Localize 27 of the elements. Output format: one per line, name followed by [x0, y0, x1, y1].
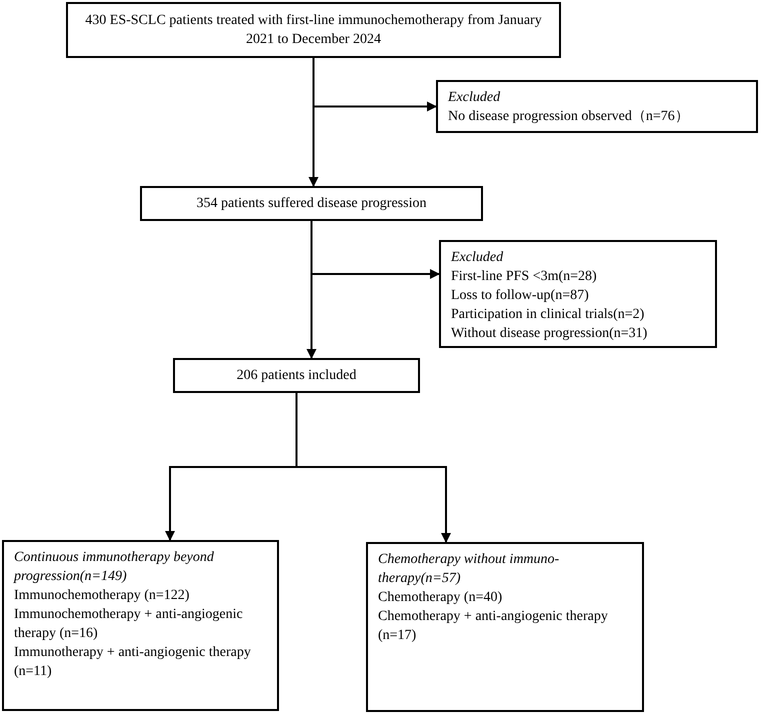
box-heading: Excluded	[451, 249, 504, 267]
box-text: Chemotherapy (n=40)	[378, 589, 504, 607]
box-text: 354 patients suffered disease progression	[196, 195, 426, 213]
box-text: Loss to follow-up(n=87)	[451, 287, 590, 305]
process-box	[66, 2, 561, 58]
process-box	[436, 80, 758, 133]
box-text: Chemotherapy + anti-angiogenic therapy (n=17)	[378, 608, 609, 645]
process-box	[366, 542, 644, 712]
box-heading: Excluded	[448, 89, 502, 107]
box-text: Immunochemotherapy + anti-angiogenic therapy (n=16)	[14, 606, 244, 643]
box-text: No disease progression observed（n=76）	[448, 108, 690, 126]
arrow	[312, 58, 437, 112]
box-text: Immunotherapy + anti-angiogenic therapy (n=11)	[14, 644, 252, 681]
box-text: First-line PFS <3m(n=28)	[451, 268, 598, 286]
arrow	[296, 393, 451, 543]
process-box	[439, 240, 717, 348]
box-text: Participation in clinical trials(n=2)	[451, 306, 646, 324]
box-heading: Chemotherapy without immuno-therapy(n=57)	[378, 551, 560, 588]
process-box	[173, 358, 420, 393]
process-box	[140, 186, 483, 221]
arrow	[310, 221, 440, 279]
box-text: 206 patients included	[236, 367, 356, 385]
box-heading: Continuous immunotherapy beyond progression(n=149)	[14, 549, 215, 586]
process-box	[2, 540, 279, 711]
box-text: 430 ES-SCLC patients treated with first-line immunochemotherapy from January 2021 to December 2024	[84, 12, 543, 49]
box-text: Immunochemotherapy (n=122)	[14, 587, 190, 605]
box-text: Without disease progression(n=31)	[451, 325, 648, 343]
